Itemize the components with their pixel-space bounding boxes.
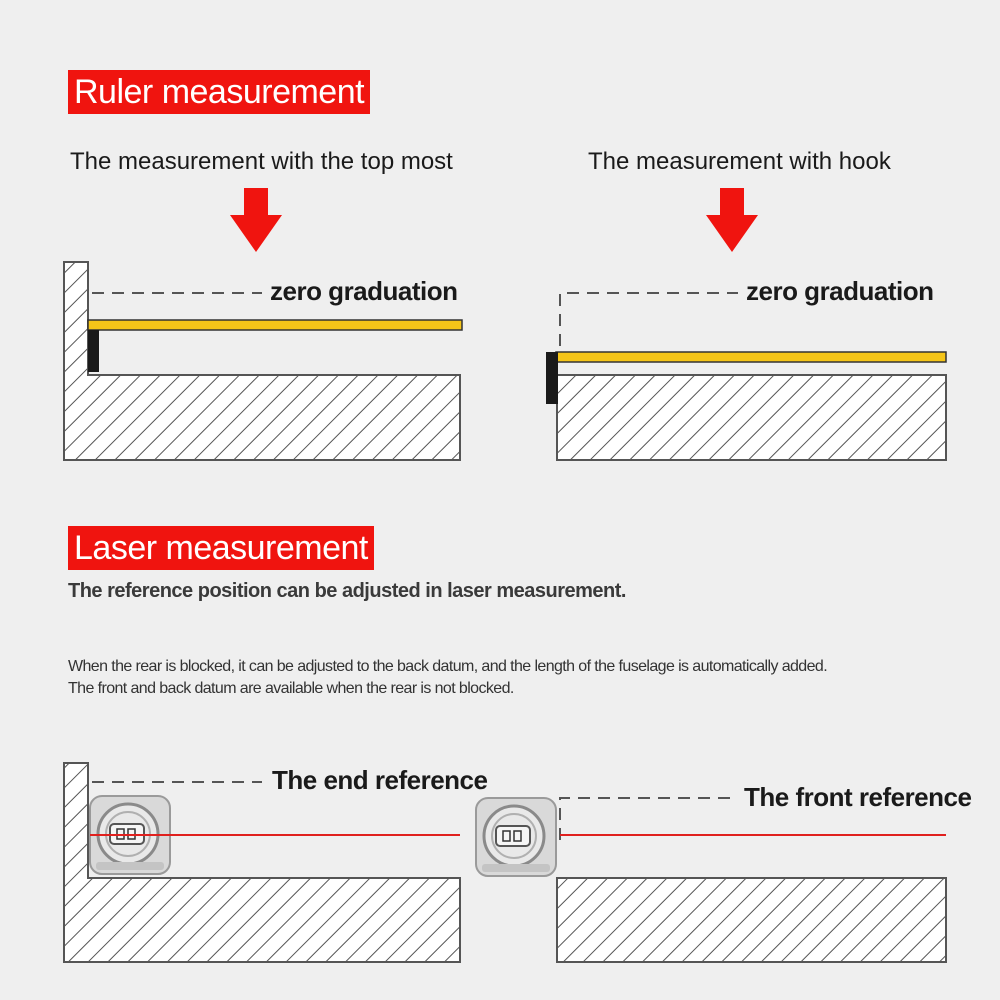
surface-block-laser-right [556,877,947,963]
laser-device-right [474,796,558,878]
wall-block-laser-left [63,762,461,963]
surface-block-right [556,374,947,461]
zero-dash-right [559,292,738,346]
top-most-heading: The measurement with the top most [70,148,453,175]
ruler-measurement-banner: Ruler measurement [68,70,371,114]
down-arrow-left [230,188,282,252]
zero-graduation-label-left: zero graduation [270,276,458,306]
tape-blade-right [555,351,947,363]
tape-hook-right [546,352,558,404]
front-reference-dash [559,797,735,840]
end-reference-label: The end reference [272,765,488,795]
hook-heading: The measurement with hook [588,148,891,175]
tape-hook-left [88,330,99,372]
laser-note-line-2: The front and back datum are available w… [68,680,514,697]
tape-blade-left [87,319,463,331]
down-arrow-right [706,188,758,252]
laser-subtitle: The reference position can be adjusted i… [68,580,626,602]
wall-block-left [63,261,461,461]
laser-measurement-banner: Laser measurement [68,526,374,570]
zero-graduation-label-right: zero graduation [746,276,934,306]
laser-note-line-1: When the rear is blocked, it can be adju… [68,658,828,675]
front-reference-label: The front reference [744,782,972,812]
